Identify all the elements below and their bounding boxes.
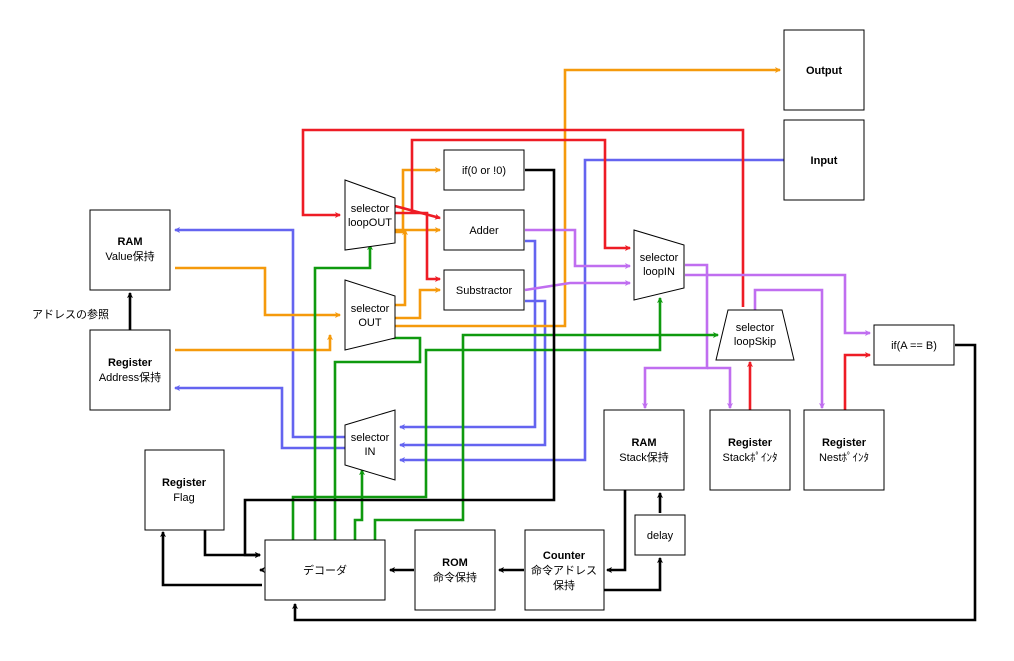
- orange-loopout-to-if: [395, 167, 441, 234]
- purple-loopin-to-stackptr: [707, 366, 733, 409]
- output-title: Output: [806, 65, 842, 77]
- delay-box: delay: [634, 514, 686, 556]
- orange-out-to-adder: [395, 229, 408, 307]
- decoder-box: デコーダ: [264, 539, 386, 601]
- selector-in-line2: IN: [365, 446, 376, 458]
- delay-title: delay: [647, 530, 674, 542]
- orange-out-to-sub: [395, 287, 441, 320]
- selector-loopin-line1: selector: [640, 252, 679, 264]
- selector-loopskip-line2: loopSkip: [734, 336, 776, 348]
- selector-loopout-line1: selector: [351, 203, 390, 215]
- register-nestptr-box: Register Nestﾎﾟｲﾝﾀ: [803, 409, 885, 491]
- red-nestptr-to-ifeq: [843, 352, 871, 410]
- address-ref-label: アドレスの参照: [32, 307, 109, 321]
- rom-title: ROM: [442, 557, 468, 569]
- green-decoder-to-sel-skip: [291, 297, 663, 540]
- register-address-sub: Address保持: [99, 370, 161, 384]
- black-stack-to-counter: [606, 490, 627, 573]
- blue-sub-to-sel-in: [399, 299, 547, 448]
- purple-sub-to-loopin: [524, 280, 631, 292]
- selector-in-line1: selector: [351, 432, 390, 444]
- subtractor-box: Substractor: [443, 269, 525, 311]
- blue-input-to-sel-in: [399, 158, 784, 463]
- red-loopout-to-sub: [395, 211, 441, 282]
- purple-adder-to-loopin: [525, 228, 631, 269]
- orange-address-to-sel-out: [175, 334, 333, 352]
- register-address-box: Register Address保持: [89, 329, 171, 411]
- selector-loopin-line2: loopIN: [643, 266, 675, 278]
- decoder-title: デコーダ: [303, 563, 347, 577]
- red-top-to-loopin: [410, 138, 631, 251]
- black-decoder-to-flag: [160, 531, 262, 587]
- register-flag-box: Register Flag: [144, 449, 225, 531]
- nodes: Output Input RAM Value保持 Register Addres…: [32, 29, 955, 611]
- register-stackptr-title: Register: [728, 437, 773, 449]
- green-decoder-to-sel-loopin: [373, 332, 719, 540]
- purple-loopin-to-ifeq: [685, 273, 871, 336]
- adder-box: Adder: [443, 209, 525, 251]
- ram-value-title: RAM: [117, 236, 142, 248]
- if-equal-box: if(A == B): [873, 324, 955, 366]
- green-decoder-to-sel-in: [353, 469, 365, 540]
- selector-loopskip: selector loopSkip: [715, 309, 795, 361]
- rom-sub: 命令保持: [433, 570, 477, 584]
- if-zero-box: if(0 or !0): [443, 149, 525, 191]
- purple-skip-to-nest: [753, 288, 825, 409]
- green-decoder-to-sel-out: [333, 335, 422, 540]
- counter-box: Counter 命令アドレス 保持: [524, 529, 605, 611]
- rom-box: ROM 命令保持: [414, 529, 496, 611]
- input-title: Input: [811, 155, 838, 167]
- green-decoder-to-sel-loopout: [313, 244, 373, 540]
- blue-sel-in-to-address: [174, 385, 345, 450]
- selector-loopout-line2: loopOUT: [348, 217, 392, 229]
- output-box: Output: [783, 29, 865, 111]
- selector-loopin: selector loopIN: [633, 229, 685, 301]
- counter-title: Counter: [543, 550, 586, 562]
- orange-out-to-output: [395, 67, 781, 328]
- red-nest-to-loopout: [301, 128, 745, 307]
- ram-stack-sub: Stack保持: [619, 450, 669, 464]
- register-address-title: Register: [108, 357, 153, 369]
- connectors: [127, 67, 977, 622]
- counter-sub: 命令アドレス: [531, 563, 597, 577]
- input-box: Input: [783, 119, 865, 201]
- selector-out: selector OUT: [344, 279, 396, 351]
- selector-out-line1: selector: [351, 303, 390, 315]
- selector-out-line2: OUT: [358, 317, 382, 329]
- register-stackptr-box: Register Stackﾎﾟｲﾝﾀ: [709, 409, 791, 491]
- black-flag-to-decoder: [203, 530, 261, 558]
- register-flag-title: Register: [162, 477, 207, 489]
- black-counter-to-delay: [604, 557, 663, 592]
- adder-title: Adder: [469, 225, 499, 237]
- blue-sel-in-to-ram: [174, 227, 345, 439]
- ram-stack-title: RAM: [631, 437, 656, 449]
- ram-value-box: RAM Value保持: [89, 209, 171, 291]
- counter-sub2: 保持: [553, 578, 575, 592]
- selector-loopout: selector loopOUT: [344, 179, 396, 251]
- register-nestptr-title: Register: [822, 437, 867, 449]
- register-flag-sub: Flag: [173, 492, 194, 504]
- selector-loopskip-line1: selector: [736, 322, 775, 334]
- if-equal-title: if(A == B): [891, 340, 937, 352]
- if-zero-title: if(0 or !0): [462, 165, 506, 177]
- subtractor-title: Substractor: [456, 285, 513, 297]
- orange-ram-to-sel-out: [175, 266, 341, 318]
- register-stackptr-sub: Stackﾎﾟｲﾝﾀ: [722, 451, 777, 464]
- ram-value-sub: Value保持: [105, 249, 154, 263]
- black-ifeq-to-decoder: [292, 343, 977, 622]
- register-nestptr-sub: Nestﾎﾟｲﾝﾀ: [819, 451, 869, 464]
- selector-in: selector IN: [344, 409, 396, 481]
- ram-stack-box: RAM Stack保持: [603, 409, 685, 491]
